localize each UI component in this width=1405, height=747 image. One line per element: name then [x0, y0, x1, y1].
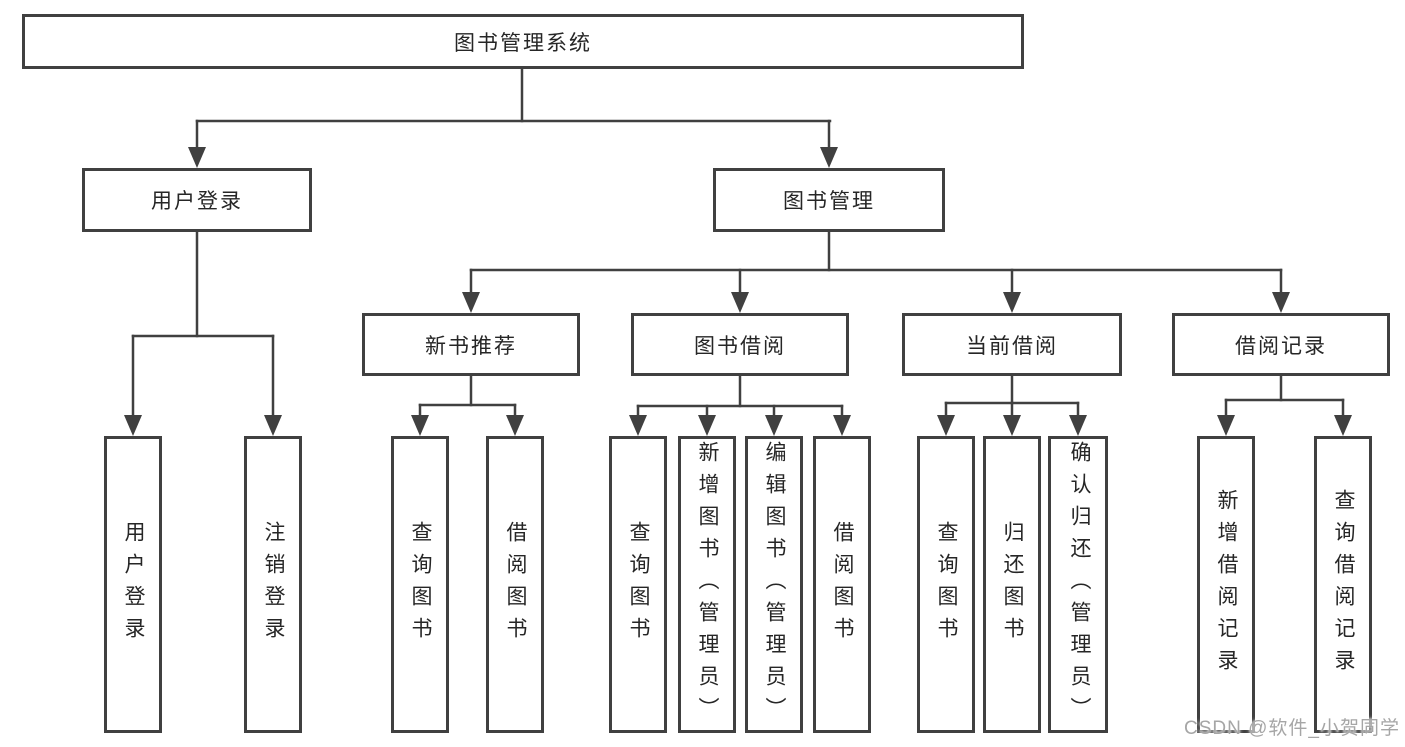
node-root: 图书管理系统 [22, 14, 1024, 69]
leaf-query-books-recommend: 查询图书 [391, 436, 449, 733]
leaf-query-books-borrow: 查询图书 [609, 436, 667, 733]
node-user-login: 用户登录 [82, 168, 312, 232]
node-book-management: 图书管理 [713, 168, 945, 232]
node-book-borrow: 图书借阅 [631, 313, 849, 376]
node-new-book-recommend: 新书推荐 [362, 313, 580, 376]
leaf-query-books-current: 查询图书 [917, 436, 975, 733]
leaf-borrow-books: 借阅图书 [813, 436, 871, 733]
leaf-logout: 注销登录 [244, 436, 302, 733]
leaf-query-borrow-record: 查询借阅记录 [1314, 436, 1372, 733]
leaf-return-books: 归还图书 [983, 436, 1041, 733]
leaf-user-login: 用户登录 [104, 436, 162, 733]
leaf-add-book-admin: 新增图书（管理员） [678, 436, 736, 733]
leaf-borrow-books-recommend: 借阅图书 [486, 436, 544, 733]
leaf-confirm-return-admin: 确认归还（管理员） [1048, 436, 1108, 733]
watermark: CSDN @软件_小贺同学 [1184, 718, 1400, 739]
leaf-edit-book-admin: 编辑图书（管理员） [745, 436, 803, 733]
node-borrow-records: 借阅记录 [1172, 313, 1390, 376]
node-current-borrow: 当前借阅 [902, 313, 1122, 376]
leaf-add-borrow-record: 新增借阅记录 [1197, 436, 1255, 733]
